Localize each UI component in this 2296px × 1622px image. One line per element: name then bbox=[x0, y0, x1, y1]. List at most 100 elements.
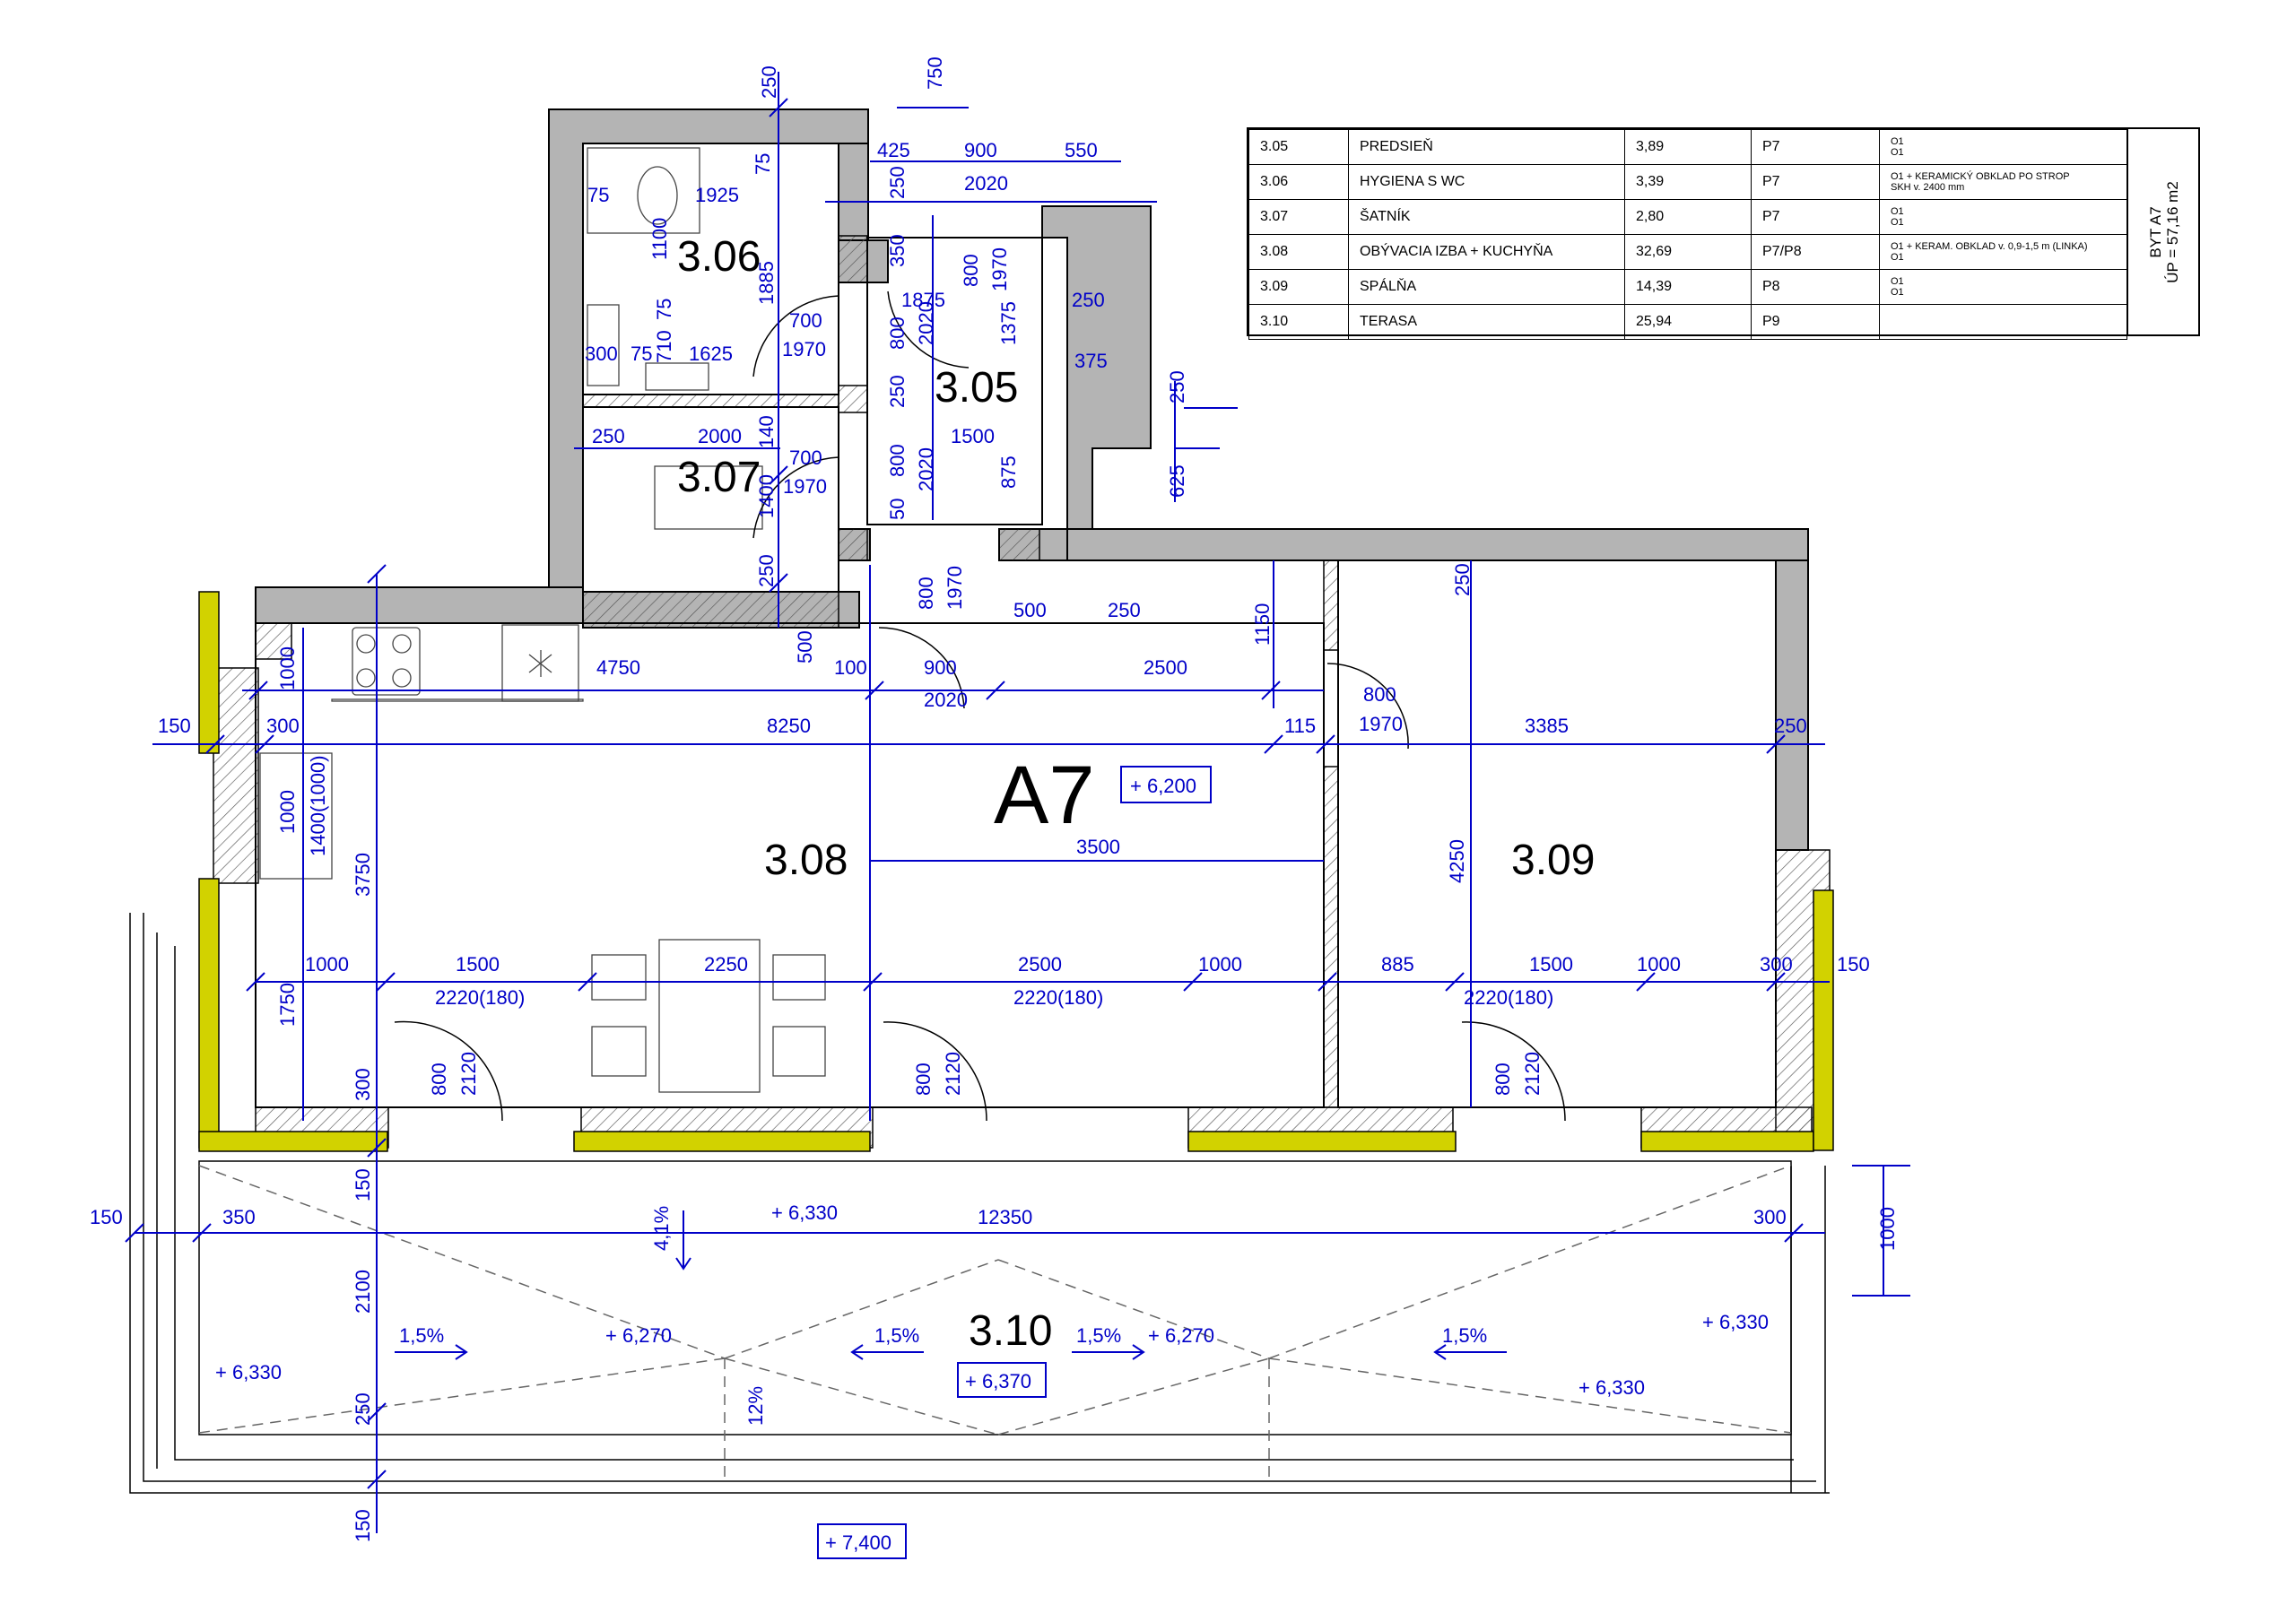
level-mark: + 6,270 bbox=[605, 1324, 672, 1347]
room-label-3-09: 3.09 bbox=[1511, 837, 1595, 884]
apartment-title: BYT A7 bbox=[2146, 205, 2164, 258]
schedule-floor: P9 bbox=[1751, 304, 1880, 340]
svg-text:3385: 3385 bbox=[1525, 715, 1569, 737]
svg-text:75: 75 bbox=[752, 153, 774, 175]
insulation bbox=[198, 591, 1834, 1152]
svg-text:750: 750 bbox=[924, 56, 946, 90]
dimension-lines bbox=[135, 72, 1910, 1533]
terrace-outline bbox=[129, 913, 1830, 1494]
schedule-area: 32,69 bbox=[1624, 234, 1752, 270]
svg-text:1885: 1885 bbox=[755, 261, 778, 305]
svg-text:800: 800 bbox=[960, 254, 982, 287]
svg-text:150: 150 bbox=[90, 1206, 123, 1228]
schedule-finish bbox=[1879, 304, 2127, 340]
level-box: + 6,200 bbox=[1120, 766, 1212, 803]
svg-text:350: 350 bbox=[222, 1206, 256, 1228]
slope-label: 12% bbox=[744, 1386, 767, 1426]
schedule-code: 3.10 bbox=[1248, 304, 1349, 340]
svg-text:500: 500 bbox=[794, 630, 816, 664]
schedule-area: 3,89 bbox=[1624, 129, 1752, 165]
svg-text:100: 100 bbox=[834, 656, 867, 679]
svg-text:1970: 1970 bbox=[783, 475, 827, 498]
schedule-code: 3.09 bbox=[1248, 269, 1349, 305]
svg-text:+ 7,400: + 7,400 bbox=[825, 1531, 891, 1554]
schedule-floor: P7 bbox=[1751, 164, 1880, 200]
svg-text:900: 900 bbox=[964, 139, 997, 161]
schedule-code: 3.07 bbox=[1248, 199, 1349, 235]
svg-text:12350: 12350 bbox=[978, 1206, 1032, 1228]
svg-text:2020: 2020 bbox=[915, 447, 937, 491]
terrace-slope-lines bbox=[198, 1165, 1792, 1479]
svg-text:875: 875 bbox=[997, 455, 1020, 489]
svg-text:900: 900 bbox=[924, 656, 957, 679]
level-box: + 7,400 bbox=[817, 1523, 907, 1559]
room-label-3-07: 3.07 bbox=[677, 454, 761, 501]
finish-line: O1 + KERAM. OBKLAD v. 0,9-1,5 m (LINKA) bbox=[1891, 241, 2088, 252]
svg-text:800: 800 bbox=[886, 444, 909, 477]
schedule-name: SPÁLŇA bbox=[1348, 269, 1625, 305]
svg-text:300: 300 bbox=[1753, 1206, 1787, 1228]
svg-text:250: 250 bbox=[886, 375, 909, 408]
svg-text:2100: 2100 bbox=[352, 1270, 374, 1314]
svg-text:75: 75 bbox=[587, 184, 609, 206]
schedule-floor: P7 bbox=[1751, 199, 1880, 235]
svg-text:1875: 1875 bbox=[901, 289, 945, 311]
svg-text:75: 75 bbox=[653, 299, 675, 320]
schedule-finish: O1 + KERAM. OBKLAD v. 0,9-1,5 m (LINKA)O… bbox=[1879, 234, 2127, 270]
svg-text:250: 250 bbox=[352, 1392, 374, 1426]
schedule-name: OBÝVACIA IZBA + KUCHYŇA bbox=[1348, 234, 1625, 270]
svg-text:1000: 1000 bbox=[276, 646, 299, 690]
svg-text:1400: 1400 bbox=[755, 474, 778, 518]
svg-text:75: 75 bbox=[631, 343, 652, 365]
svg-text:1100: 1100 bbox=[648, 218, 671, 260]
unit-label: A7 bbox=[994, 750, 1095, 841]
svg-text:2120: 2120 bbox=[942, 1052, 964, 1096]
schedule-code: 3.06 bbox=[1248, 164, 1349, 200]
svg-text:1970: 1970 bbox=[988, 247, 1011, 291]
level-mark: + 6,270 bbox=[1148, 1324, 1214, 1347]
svg-text:300: 300 bbox=[585, 343, 618, 365]
svg-text:1000: 1000 bbox=[305, 953, 349, 976]
svg-text:3500: 3500 bbox=[1076, 836, 1120, 858]
room-label-3-08: 3.08 bbox=[764, 837, 848, 884]
dimension-ticks bbox=[125, 98, 1804, 1489]
schedule-floor: P7 bbox=[1751, 129, 1880, 165]
schedule-name: HYGIENA S WC bbox=[1348, 164, 1625, 200]
svg-text:1375: 1375 bbox=[997, 301, 1020, 345]
schedule-name: PREDSIEŇ bbox=[1348, 129, 1625, 165]
svg-text:2020: 2020 bbox=[964, 172, 1008, 195]
svg-text:250: 250 bbox=[886, 166, 909, 199]
svg-text:700: 700 bbox=[789, 309, 822, 332]
slope-arrows bbox=[395, 1210, 1507, 1360]
svg-text:250: 250 bbox=[1108, 599, 1141, 621]
svg-text:500: 500 bbox=[1013, 599, 1047, 621]
schedule-floor: P7/P8 bbox=[1751, 234, 1880, 270]
door-swings bbox=[394, 291, 1566, 1122]
svg-text:1970: 1970 bbox=[944, 566, 966, 610]
apartment-area: ÚP = 57,16 m2 bbox=[2163, 180, 2181, 283]
slope-label: 4,1% bbox=[650, 1206, 673, 1251]
svg-text:2020: 2020 bbox=[924, 689, 968, 711]
dimension-labels: 250 750 425 900 550 250 2020 75 75 1925 … bbox=[90, 56, 1899, 1542]
svg-text:250: 250 bbox=[1072, 289, 1105, 311]
svg-text:2000: 2000 bbox=[698, 425, 742, 447]
schedule-name: ŠATNÍK bbox=[1348, 199, 1625, 235]
svg-text:1625: 1625 bbox=[689, 343, 733, 365]
finish-line: O1 bbox=[1891, 276, 1904, 287]
svg-text:150: 150 bbox=[1837, 953, 1870, 976]
schedule-floor: P8 bbox=[1751, 269, 1880, 305]
schedule-area: 14,39 bbox=[1624, 269, 1752, 305]
svg-text:2250: 2250 bbox=[704, 953, 748, 976]
hatched-walls bbox=[213, 235, 1831, 1149]
svg-text:115: 115 bbox=[1284, 715, 1316, 737]
svg-text:250: 250 bbox=[758, 65, 780, 99]
